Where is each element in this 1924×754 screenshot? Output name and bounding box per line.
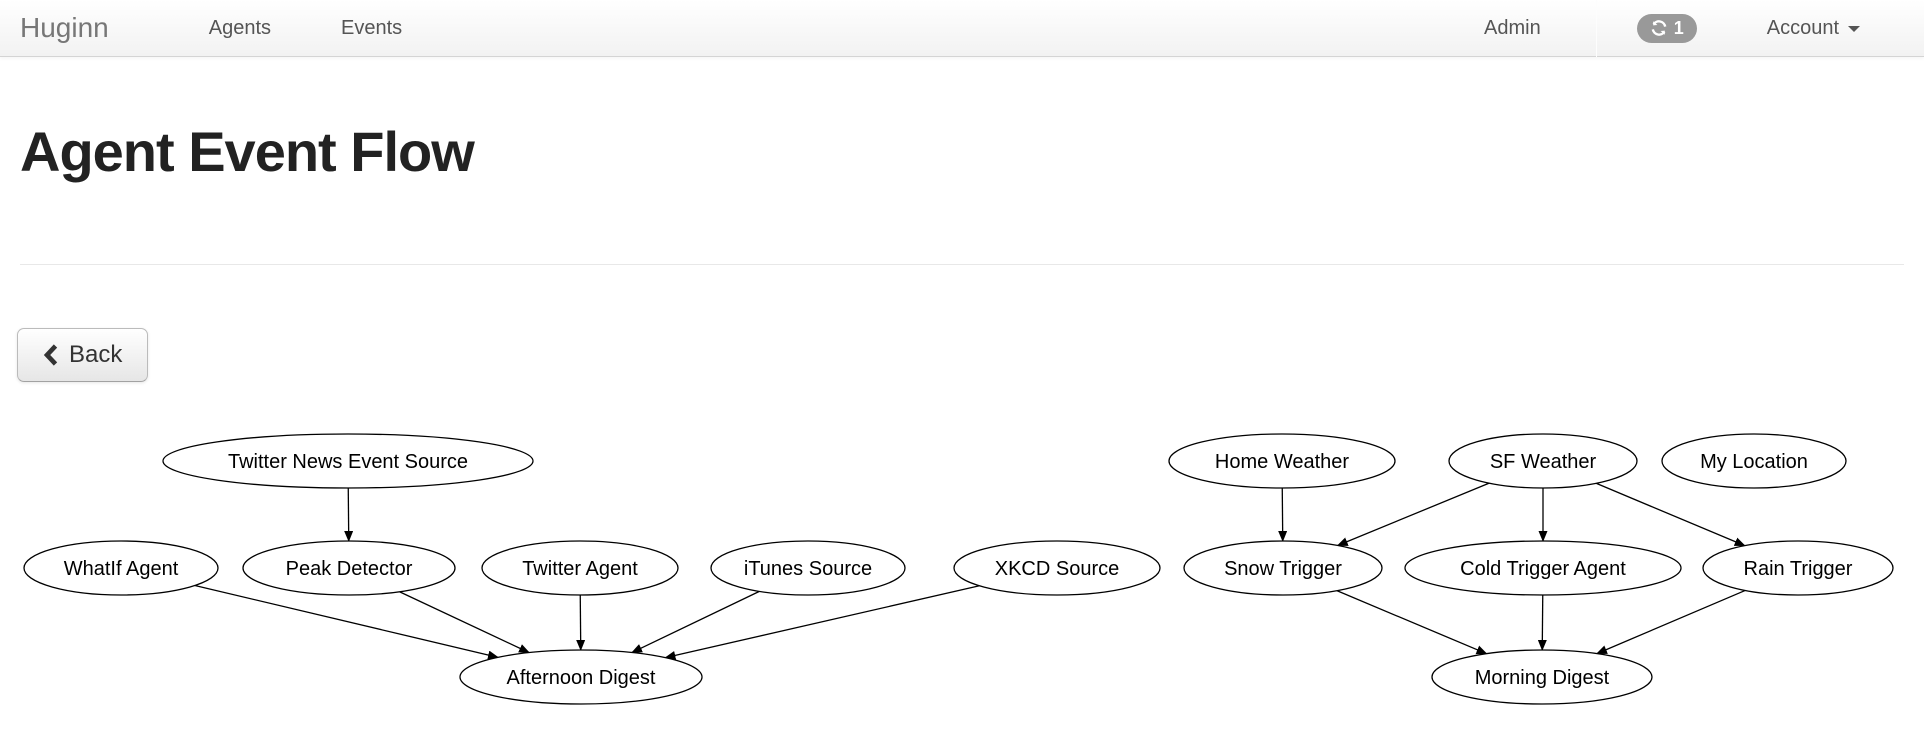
back-button[interactable]: Back — [17, 328, 149, 382]
graph-node-label-tnes: Twitter News Event Source — [228, 451, 468, 473]
graph-node-label-rain: Rain Trigger — [1744, 558, 1853, 580]
graph-node-peak: Peak Detector — [242, 540, 456, 596]
graph-node-xkcd: XKCD Source — [953, 540, 1161, 596]
account-menu[interactable]: Account — [1767, 17, 1860, 40]
brand-huginn[interactable]: Huginn — [20, 12, 109, 43]
graph-edge-snow-morning — [1336, 590, 1488, 655]
graph-edge-peak-afternoon — [399, 591, 530, 654]
graph-node-afternoon: Afternoon Digest — [459, 649, 703, 705]
graph-edge-sf-rain — [1595, 482, 1746, 547]
account-label: Account — [1766, 16, 1839, 39]
graph-node-label-afternoon: Afternoon Digest — [507, 667, 656, 689]
caret-down-icon — [1848, 26, 1860, 32]
nav-item-events[interactable]: Events — [341, 16, 403, 39]
page-title: Agent Event Flow — [20, 120, 475, 183]
graph-edge-cold-morning — [1537, 594, 1547, 652]
graph-node-twitter: Twitter Agent — [481, 540, 679, 596]
graph-edge-whatif-afternoon — [194, 584, 500, 660]
chevron-left-icon — [43, 343, 58, 367]
graph-node-label-cold: Cold Trigger Agent — [1460, 558, 1626, 580]
navbar-divider — [1595, 0, 1597, 57]
graph-node-snow: Snow Trigger — [1183, 540, 1383, 596]
graph-edges — [194, 482, 1746, 660]
graph-node-label-home: Home Weather — [1215, 451, 1349, 473]
back-button-label: Back — [69, 341, 123, 368]
graph-node-whatif: WhatIf Agent — [23, 540, 219, 596]
graph-node-label-xkcd: XKCD Source — [995, 558, 1120, 580]
graph-node-label-whatif: WhatIf Agent — [64, 558, 179, 580]
job-queue-badge[interactable]: 1 — [1636, 13, 1697, 43]
graph-edge-itunes-afternoon — [631, 590, 760, 654]
nav-item-admin[interactable]: Admin — [1484, 16, 1541, 39]
graph-node-label-morning: Morning Digest — [1475, 667, 1610, 689]
title-divider — [20, 264, 1904, 265]
graph-edge-sf-snow — [1336, 482, 1490, 547]
graph-node-cold: Cold Trigger Agent — [1404, 540, 1682, 596]
graph-node-sf: SF Weather — [1448, 433, 1638, 489]
nav-item-agents[interactable]: Agents — [208, 16, 271, 39]
graph-node-myloc: My Location — [1661, 433, 1847, 489]
job-count: 1 — [1673, 17, 1684, 38]
graph-node-tnes: Twitter News Event Source — [162, 433, 534, 489]
graph-node-label-peak: Peak Detector — [286, 558, 413, 580]
graph-node-morning: Morning Digest — [1431, 649, 1653, 705]
graph-node-label-sf: SF Weather — [1490, 451, 1597, 473]
graph-node-label-myloc: My Location — [1700, 451, 1808, 473]
graph-node-home: Home Weather — [1168, 433, 1396, 489]
graph-node-label-twitter: Twitter Agent — [522, 558, 638, 580]
graph-node-rain: Rain Trigger — [1702, 540, 1894, 596]
navbar: Huginn Agents Events Admin 1 Account — [0, 0, 1924, 57]
graph-node-label-itunes: iTunes Source — [744, 558, 872, 580]
graph-edge-rain-morning — [1596, 589, 1746, 655]
graph-edge-twitter-afternoon — [576, 594, 586, 652]
graph-node-itunes: iTunes Source — [710, 540, 906, 596]
graph-node-label-snow: Snow Trigger — [1224, 558, 1342, 580]
refresh-icon — [1650, 19, 1668, 37]
graph-edge-xkcd-afternoon — [664, 585, 980, 660]
